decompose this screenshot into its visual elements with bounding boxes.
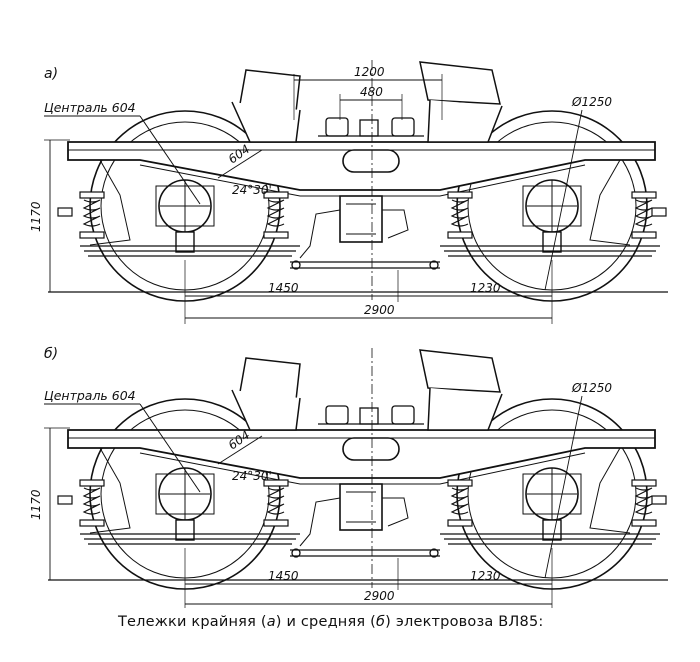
angle-label-b: 24°30' [232,469,272,483]
dim-2900-label-b: 2900 [364,589,395,603]
dim-1450-label-b: 1450 [268,569,299,583]
dim-2900-label-a: 2900 [364,303,395,317]
view-a-label: а) [44,66,58,82]
view-b-label: б) [44,346,58,362]
height-label-b: 1170 [29,489,43,520]
wheel-diameter-leader-a [544,109,583,291]
dim-1450-label-a: 1450 [268,281,299,295]
dim-480-label: 480 [360,85,383,99]
center-label-b: Централь 604 [44,388,136,403]
wheel-diameter-leader-b [544,395,583,579]
height-label-a: 1170 [29,201,43,232]
bogie-view-b: б) Централь 604 604 24°30' Ø1250 1170 14… [29,346,669,608]
dim-1230-label-a: 1230 [470,281,501,295]
caption-part2: ) и средняя ( [275,614,376,630]
bogie-view-a: а) Централь 604 604 24°30' Ø1250 1200 48… [29,59,669,324]
caption-part1: Тележки крайняя ( [118,614,267,630]
dim-1230-label-b: 1230 [470,569,501,583]
offset-dim-line-a [217,149,263,179]
center-leader-b [139,403,201,493]
caption-a: а [266,614,276,630]
caption-part3: ) электровоза ВЛ85: [385,614,544,630]
offset-dim-line-b [217,435,263,465]
angle-label-a: 24°30' [232,183,272,197]
caption-b: б [376,614,386,630]
wheel-diameter-label-b: Ø1250 [571,381,612,395]
dim-1200-label: 1200 [354,65,385,79]
wheel-diameter-label-a: Ø1250 [571,95,612,109]
center-leader-a [139,115,201,205]
center-label-a: Централь 604 [44,100,136,115]
figure-caption: Тележки крайняя (а) и средняя (б) электр… [118,614,638,630]
